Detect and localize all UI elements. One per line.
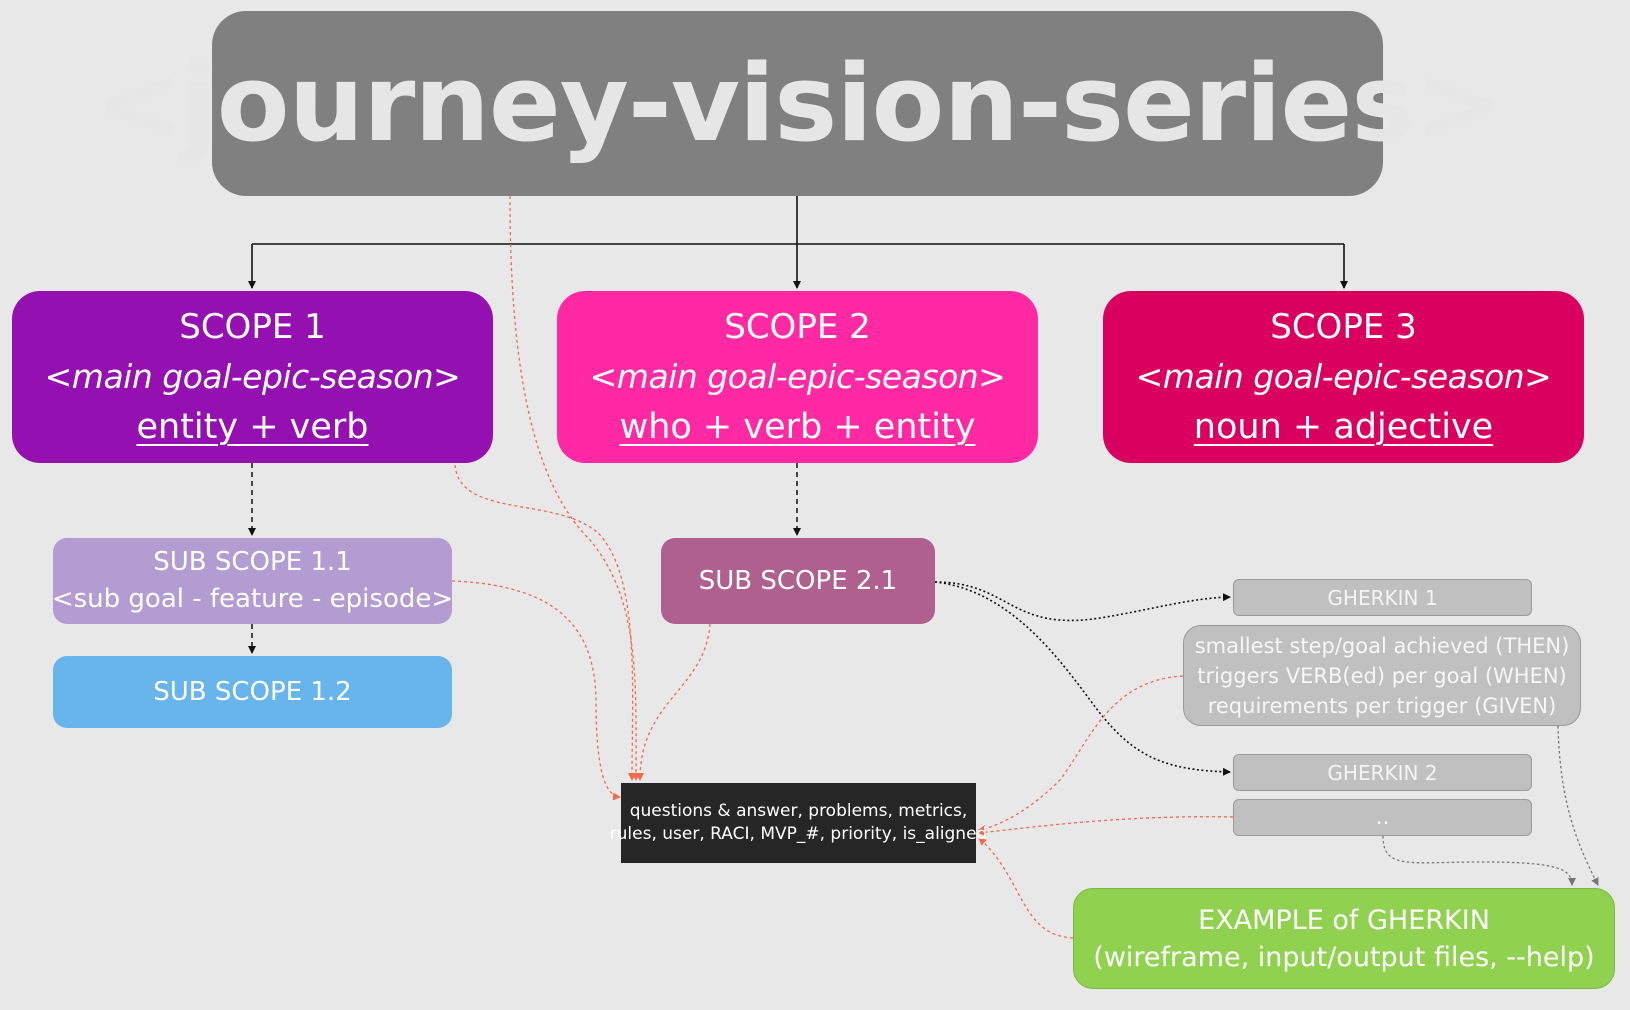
sub-scope-1-2-label: SUB SCOPE 1.2 <box>153 677 352 707</box>
scope-3-label: SCOPE 3 <box>1270 307 1417 347</box>
attribute-links <box>451 195 1234 939</box>
sub-scope-1-1-subtitle: <sub goal - feature - episode> <box>51 584 454 614</box>
sub-scope-1-1-box: SUB SCOPE 1.1 <sub goal - feature - epis… <box>51 538 454 624</box>
example-links <box>1382 725 1599 886</box>
gherkin-2-label: GHERKIN 2 <box>1327 760 1438 785</box>
scope-1-formula: entity + verb <box>136 407 369 447</box>
gherkin-2-box: GHERKIN 2 <box>1233 754 1532 791</box>
gherkin-then-line: smallest step/goal achieved (THEN) <box>1194 633 1570 658</box>
gherkin-connectors <box>934 581 1231 776</box>
link-dots-to-example <box>1382 835 1576 886</box>
scope-3-box: SCOPE 3 <main goal-epic-season> noun + a… <box>1103 291 1584 463</box>
link-example-to-attributes <box>978 837 1074 939</box>
gherkin-1-label: GHERKIN 1 <box>1327 585 1438 610</box>
scope-2-formula: who + verb + entity <box>619 407 976 447</box>
gherkin-when-line: triggers VERB(ed) per goal (WHEN) <box>1197 663 1567 688</box>
scope-2-box: SCOPE 2 <main goal-epic-season> who + ve… <box>557 291 1038 463</box>
attributes-line-2: rules, user, RACI, MVP_#, priority, is_a… <box>609 824 988 844</box>
diagram-title: <journey-vision-series> <box>93 41 1503 165</box>
example-gherkin-box: EXAMPLE of GHERKIN (wireframe, input/out… <box>1073 888 1615 989</box>
example-title: EXAMPLE of GHERKIN <box>1198 904 1490 936</box>
link-sub2-1-to-attributes <box>636 623 711 781</box>
attributes-line-1: questions & answer, problems, metrics, <box>629 801 968 821</box>
scope-2-label: SCOPE 2 <box>724 307 871 347</box>
title-to-scopes-connector <box>248 196 1348 289</box>
arrow-sub2-1-to-gherkin-1 <box>934 581 1231 622</box>
gherkin-1-box: GHERKIN 1 <box>1233 579 1532 616</box>
sub-scope-1-2-box: SUB SCOPE 1.2 <box>53 656 452 728</box>
link-gherkin-desc-to-example <box>1557 725 1599 886</box>
link-gherkin-desc-to-attributes <box>978 675 1184 833</box>
link-dots-to-attributes <box>978 816 1234 837</box>
attributes-box: questions & answer, problems, metrics, r… <box>610 783 987 863</box>
sub-scope-connectors <box>248 463 801 654</box>
scope-1-box: SCOPE 1 <main goal-epic-season> entity +… <box>12 291 493 463</box>
sub-scope-2-1-label: SUB SCOPE 2.1 <box>698 566 898 596</box>
sub-scope-2-1-box: SUB SCOPE 2.1 <box>661 538 935 624</box>
scope-1-subtitle: <main goal-epic-season> <box>44 357 461 396</box>
scope-3-formula: noun + adjective <box>1193 407 1494 447</box>
link-scope1-to-attributes <box>454 464 637 781</box>
scope-2-subtitle: <main goal-epic-season> <box>589 357 1006 396</box>
link-title-to-attributes <box>509 195 641 781</box>
more-gherkins-label: .. <box>1375 805 1390 830</box>
gherkin-description-box: smallest step/goal achieved (THEN) trigg… <box>1183 625 1581 726</box>
link-sub1-1-to-attributes <box>451 580 621 801</box>
more-gherkins-box: .. <box>1233 799 1532 836</box>
scope-3-subtitle: <main goal-epic-season> <box>1135 357 1552 396</box>
example-subtitle: (wireframe, input/output files, --help) <box>1093 941 1595 973</box>
title-box: <journey-vision-series> <box>94 11 1502 196</box>
scope-1-label: SCOPE 1 <box>179 307 326 347</box>
gherkin-given-line: requirements per trigger (GIVEN) <box>1207 693 1557 718</box>
sub-scope-1-1-label: SUB SCOPE 1.1 <box>153 547 352 577</box>
